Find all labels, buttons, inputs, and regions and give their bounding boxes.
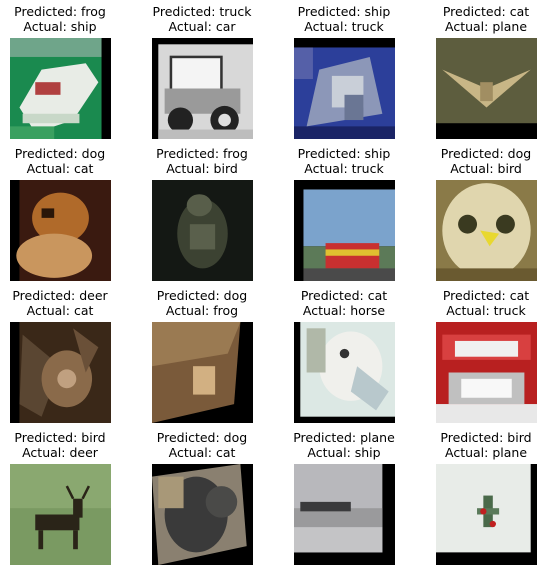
sample-image-bird bbox=[436, 180, 537, 281]
actual-label: Actual: ship bbox=[23, 19, 97, 34]
predicted-label: Predicted: frog bbox=[156, 146, 248, 161]
sample-image-ship bbox=[294, 464, 395, 565]
sample-image-plane bbox=[436, 38, 537, 139]
actual-label: Actual: frog bbox=[165, 303, 239, 318]
sample-image-truck bbox=[294, 38, 395, 139]
actual-label: Actual: bird bbox=[166, 161, 238, 176]
actual-label: Actual: truck bbox=[304, 19, 384, 34]
actual-label: Actual: bird bbox=[450, 161, 522, 176]
sample-image-truck bbox=[294, 180, 395, 281]
predicted-label: Predicted: bird bbox=[14, 430, 106, 445]
sample-image-deer bbox=[10, 464, 111, 565]
actual-label: Actual: horse bbox=[302, 303, 386, 318]
actual-label: Actual: ship bbox=[307, 445, 381, 460]
predicted-label: Predicted: bird bbox=[440, 430, 532, 445]
actual-label: Actual: truck bbox=[446, 303, 526, 318]
predicted-label: Predicted: cat bbox=[300, 288, 388, 303]
predicted-label: Predicted: dog bbox=[14, 146, 106, 161]
actual-label: Actual: plane bbox=[444, 445, 528, 460]
sample-image-bird bbox=[152, 180, 253, 281]
actual-label: Actual: cat bbox=[26, 161, 94, 176]
predicted-label: Predicted: ship bbox=[297, 4, 391, 19]
predicted-label: Predicted: dog bbox=[440, 146, 532, 161]
sample-image-truck bbox=[436, 322, 537, 423]
actual-label: Actual: cat bbox=[26, 303, 94, 318]
predicted-label: Predicted: deer bbox=[12, 288, 108, 303]
predicted-label: Predicted: cat bbox=[442, 4, 530, 19]
actual-label: Actual: deer bbox=[22, 445, 98, 460]
actual-label: Actual: truck bbox=[304, 161, 384, 176]
sample-image-plane bbox=[436, 464, 537, 565]
sample-image-cat bbox=[152, 464, 253, 565]
sample-image-horse bbox=[294, 322, 395, 423]
predicted-label: Predicted: truck bbox=[152, 4, 252, 19]
sample-image-cat bbox=[10, 180, 111, 281]
sample-image-frog bbox=[152, 322, 253, 423]
predicted-label: Predicted: dog bbox=[156, 288, 248, 303]
actual-label: Actual: car bbox=[168, 19, 236, 34]
sample-image-car bbox=[152, 38, 253, 139]
predicted-label: Predicted: dog bbox=[156, 430, 248, 445]
actual-label: Actual: plane bbox=[444, 19, 528, 34]
sample-image-ship bbox=[10, 38, 111, 139]
predicted-label: Predicted: plane bbox=[293, 430, 395, 445]
predicted-label: Predicted: ship bbox=[297, 146, 391, 161]
predicted-label: Predicted: frog bbox=[14, 4, 106, 19]
actual-label: Actual: cat bbox=[168, 445, 236, 460]
sample-image-cat bbox=[10, 322, 111, 423]
predicted-label: Predicted: cat bbox=[442, 288, 530, 303]
